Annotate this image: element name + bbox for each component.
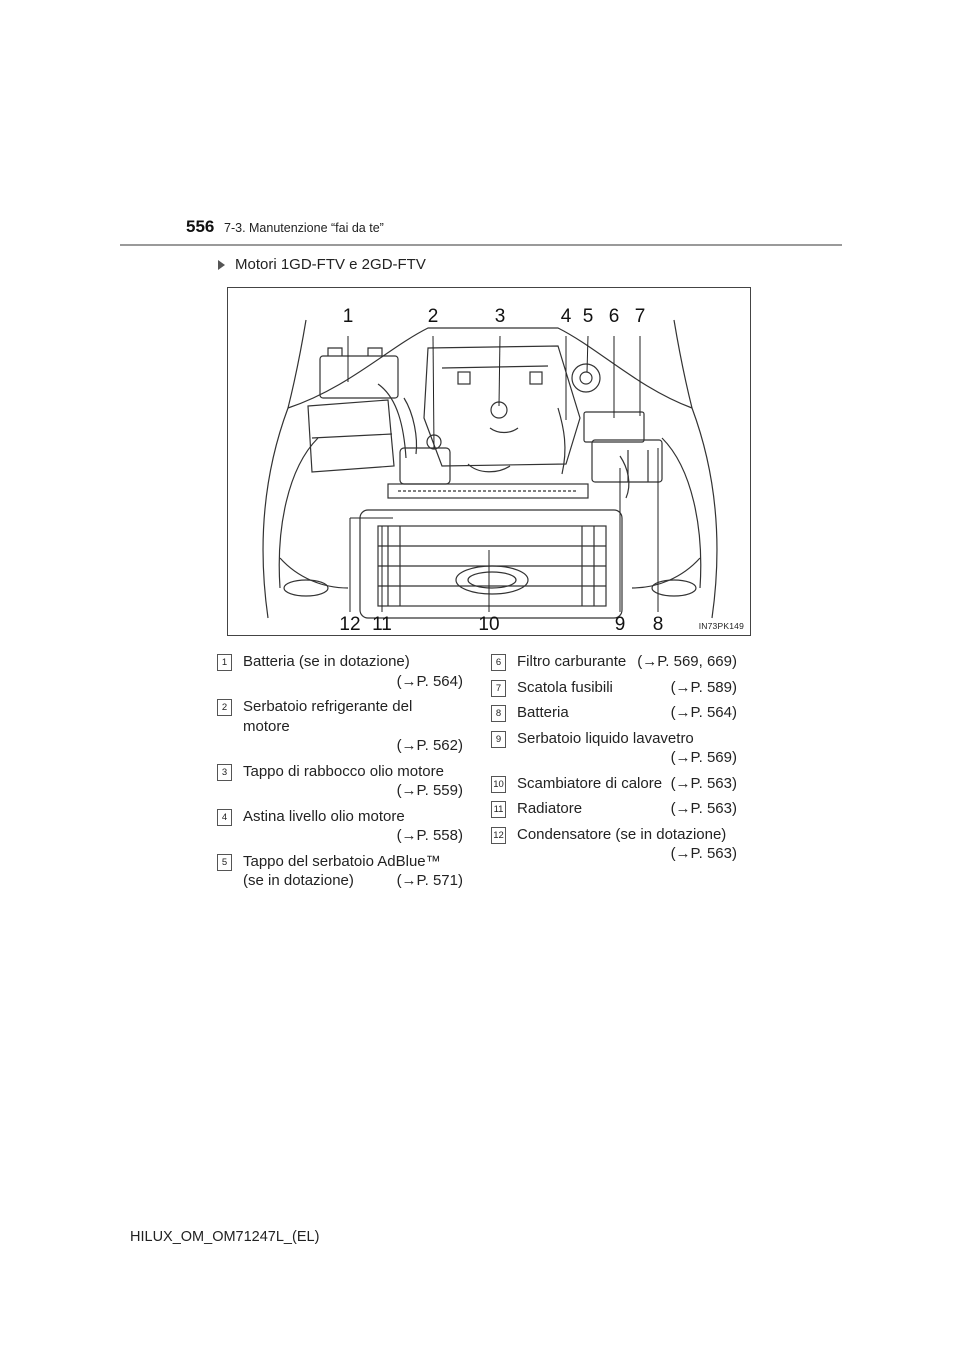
legend-item-12: 12 Condensatore (se in dotazione) (→P. 5…: [491, 825, 737, 864]
figure-code: IN73PK149: [698, 621, 744, 631]
callout-12: 12: [339, 614, 360, 635]
legend-item-9: 9 Serbatoio liquido lavavetro (→P. 569): [491, 729, 737, 768]
item-number-badge: 5: [217, 853, 232, 871]
item-number-badge: 11: [491, 801, 506, 818]
page-reference: (→P. 563): [670, 845, 737, 862]
item-label: Batteria: [517, 704, 569, 721]
legend-item-6: 6 Filtro carburante (→P. 569, 669): [491, 652, 737, 672]
page-reference: (→P. 558): [396, 827, 463, 844]
item-number-badge: 8: [491, 705, 506, 722]
item-label: Scatola fusibili: [517, 678, 613, 696]
legend-item-5: 5 Tappo del serbatoio AdBlue™ (se in dot…: [217, 852, 463, 891]
item-number-badge: 12: [491, 826, 506, 844]
item-number-badge: 6: [491, 654, 506, 671]
page-reference: (→P. 564): [396, 672, 463, 690]
item-label: Serbatoio refrigerante del motore: [243, 698, 413, 735]
header-divider: [120, 244, 842, 246]
legend-item-10: 10 Scambiatore di calore (→P. 563): [491, 774, 737, 794]
page-reference: (→P. 563): [670, 800, 737, 817]
legend-item-11: 11 Radiatore (→P. 563): [491, 799, 737, 819]
callout-3: 3: [495, 306, 506, 327]
item-label: Filtro carburante: [517, 653, 627, 670]
item-label: Condensatore (se in dotazione): [517, 825, 727, 843]
item-label: Tappo di rabbocco olio motore: [243, 762, 444, 780]
footer-document-code: HILUX_OM_OM71247L_(EL): [130, 1229, 320, 1245]
section-title: 7-3. Manutenzione “fai da te”: [224, 221, 384, 235]
callout-2: 2: [428, 306, 439, 327]
callout-5: 5: [583, 306, 594, 327]
subheading: Motori 1GD-FTV e 2GD-FTV: [218, 256, 426, 273]
legend-item-3: 3 Tappo di rabbocco olio motore (→P. 559…: [217, 762, 463, 801]
page-reference: (→P. 564): [670, 704, 737, 721]
item-label: Radiatore: [517, 800, 583, 817]
item-number-badge: 3: [217, 763, 232, 781]
item-label-continued: (se in dotazione): [243, 872, 354, 889]
item-label: Astina livello olio motore: [243, 807, 405, 825]
engine-compartment-figure: 1 2 3 4 5 6 7 8 9 10 11 12 IN73PK149: [227, 287, 751, 636]
page-reference: (→P. 569, 669): [637, 653, 737, 670]
callout-7: 7: [635, 306, 646, 327]
page-reference: (→P. 563): [670, 774, 737, 792]
callout-11: 11: [372, 614, 392, 635]
legend-item-8: 8 Batteria (→P. 564): [491, 703, 737, 723]
subheading-text: Motori 1GD-FTV e 2GD-FTV: [235, 256, 426, 273]
legend-item-2: 2 Serbatoio refrigerante del motore (→P.…: [217, 697, 463, 756]
triangle-bullet-icon: [218, 259, 225, 270]
legend-right: 6 Filtro carburante (→P. 569, 669) 7 Sca…: [491, 652, 737, 870]
item-number-badge: 1: [217, 654, 232, 671]
page-reference: (→P. 571): [396, 872, 463, 889]
item-number-badge: 2: [217, 699, 232, 716]
engine-illustration: 1 2 3 4 5 6 7 8 9 10 11 12: [262, 306, 718, 635]
callout-8: 8: [653, 614, 664, 635]
legend-item-1: 1 Batteria (se in dotazione) (→P. 564): [217, 652, 463, 691]
item-label: Scambiatore di calore: [517, 774, 663, 792]
item-number-badge: 4: [217, 808, 232, 826]
page-number: 556: [186, 217, 215, 236]
callout-6: 6: [609, 306, 620, 327]
callout-1: 1: [343, 306, 354, 327]
item-label: Serbatoio liquido lavavetro: [517, 729, 694, 747]
page-reference: (→P. 559): [396, 782, 463, 799]
legend-item-7: 7 Scatola fusibili (→P. 589): [491, 678, 737, 698]
page-reference: (→P. 562): [396, 737, 463, 754]
page-reference: (→P. 589): [670, 678, 737, 696]
legend-item-4: 4 Astina livello olio motore (→P. 558): [217, 807, 463, 846]
item-number-badge: 9: [491, 730, 506, 748]
callout-10: 10: [478, 614, 499, 635]
item-label: Tappo del serbatoio AdBlue™: [243, 852, 441, 870]
callout-9: 9: [615, 614, 626, 635]
legend-left: 1 Batteria (se in dotazione) (→P. 564) 2…: [217, 652, 463, 897]
item-number-badge: 7: [491, 679, 506, 697]
callout-4: 4: [561, 306, 572, 327]
page-reference: (→P. 569): [670, 749, 737, 766]
item-number-badge: 10: [491, 775, 506, 793]
item-label: Batteria (se in dotazione): [243, 653, 410, 670]
